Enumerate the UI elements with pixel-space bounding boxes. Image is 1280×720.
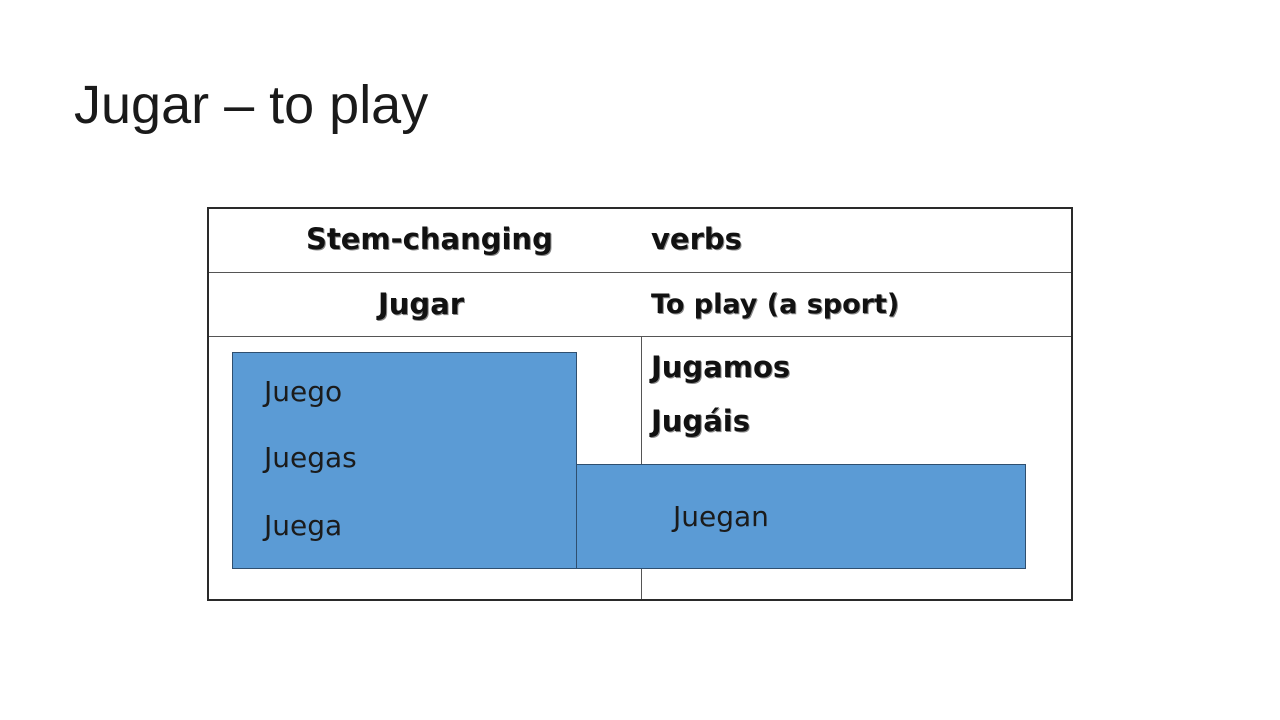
plural-third-box: Juegan <box>576 464 1026 569</box>
conjugation-tu: Juegas <box>264 441 357 474</box>
conjugation-ellos: Juegan <box>673 500 769 533</box>
verb-meaning: To play (a sport) <box>651 289 900 320</box>
conjugation-nosotros: Jugamos <box>651 350 791 384</box>
slide-title: Jugar – to play <box>74 75 429 135</box>
conjugation-yo: Juego <box>264 375 343 408</box>
header-stem-changing: Stem-changing <box>306 222 553 256</box>
verb-infinitive: Jugar <box>378 287 465 321</box>
table-row-divider <box>209 336 1071 337</box>
singular-forms-box: Juego Juegas Juega <box>232 352 577 569</box>
conjugation-el: Juega <box>264 509 343 542</box>
conjugation-vosotros: Jugáis <box>651 404 750 438</box>
table-row-divider <box>209 272 1071 273</box>
conjugation-table: Stem-changing verbs Jugar To play (a spo… <box>207 207 1073 601</box>
header-verbs: verbs <box>651 222 742 256</box>
